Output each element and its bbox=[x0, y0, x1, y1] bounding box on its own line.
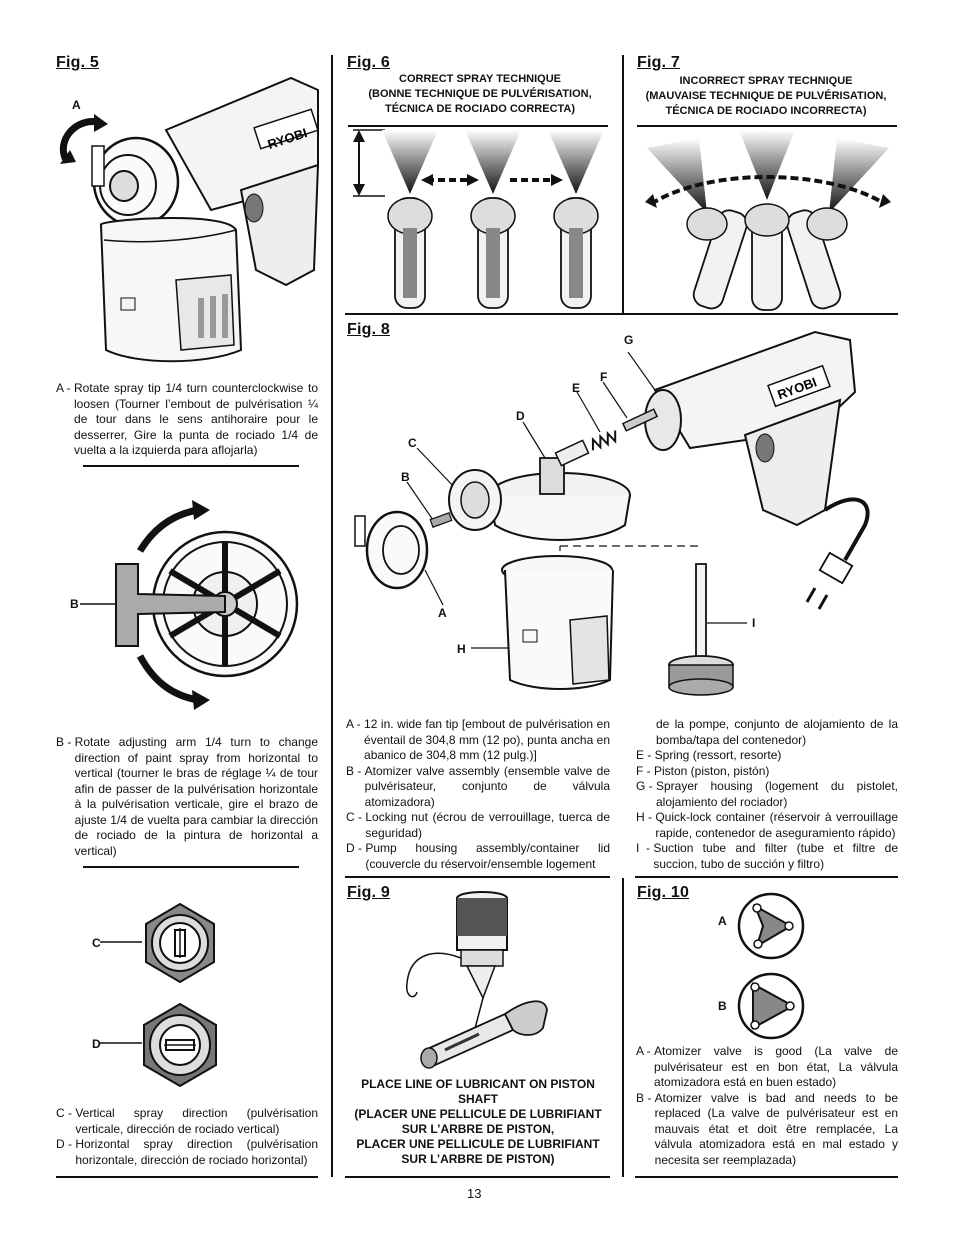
fig7-incorrect-spray-illustration bbox=[645, 130, 891, 311]
fig5-text-cd: C - Vertical spray direction (pulvérisat… bbox=[56, 1106, 318, 1167]
fig8-callout-b: B bbox=[401, 470, 410, 484]
fig10-text: A - Atomizer valve is good (La valve de … bbox=[636, 1044, 898, 1167]
fig10-callout-b: B bbox=[718, 999, 727, 1013]
fig5-text-b: B - Rotate adjusting arm 1/4 turn to cha… bbox=[56, 735, 318, 858]
fig5-sprayer-illustration: RYOBI bbox=[59, 76, 320, 363]
column-divider-left bbox=[331, 55, 333, 1177]
bottom-rule-right bbox=[635, 1176, 898, 1178]
fig8-callout-g: G bbox=[624, 333, 634, 347]
page-number: 13 bbox=[467, 1186, 482, 1201]
fig6-fig8-divider bbox=[345, 313, 898, 315]
fig8-exploded-view: RYOBI bbox=[354, 330, 870, 696]
fig5-callout-a: A bbox=[72, 98, 81, 112]
fig8-callout-a: A bbox=[438, 606, 447, 620]
fig5-label: Fig. 5 bbox=[56, 54, 99, 71]
fig5-adjusting-arm-illustration bbox=[80, 500, 299, 710]
fig8-bottom-divider-right bbox=[635, 876, 898, 878]
fig9-fig10-divider bbox=[622, 878, 624, 1177]
fig10-valve-bad bbox=[737, 972, 805, 1040]
fig10-label: Fig. 10 bbox=[637, 884, 690, 901]
fig10-callout-a: A bbox=[718, 914, 727, 928]
fig8-callout-h: H bbox=[457, 642, 466, 656]
fig5-divider-1 bbox=[83, 465, 299, 467]
fig6-label: Fig. 6 bbox=[347, 54, 390, 71]
column-divider-right bbox=[622, 55, 624, 313]
fig8-parts-list-left: A - 12 in. wide fan tip [embout de pulvé… bbox=[346, 717, 610, 871]
fig10-valve-good bbox=[737, 892, 805, 960]
fig8-callout-d: D bbox=[516, 409, 525, 423]
bottom-rule-left bbox=[56, 1176, 318, 1178]
fig8-callout-i: I bbox=[752, 616, 756, 630]
fig5-spray-direction-nuts bbox=[100, 902, 217, 1088]
fig8-callout-e: E bbox=[572, 381, 581, 395]
bottom-rule-mid bbox=[345, 1176, 610, 1178]
fig6-correct-spray-illustration bbox=[353, 129, 604, 309]
sprayer-housing: RYOBI bbox=[644, 330, 870, 610]
fig5-callout-d: D bbox=[92, 1037, 101, 1051]
fig9-caption: PLACE LINE OF LUBRICANT ON PISTON SHAFT … bbox=[354, 1077, 602, 1166]
fig9-lubricant-illustration bbox=[406, 891, 548, 1069]
fig6-caption-rule bbox=[348, 125, 608, 127]
fig9-label: Fig. 9 bbox=[347, 884, 390, 901]
fig7-label: Fig. 7 bbox=[637, 54, 680, 71]
fig5-callout-b: B bbox=[70, 597, 79, 611]
fig7-caption-rule bbox=[637, 125, 897, 127]
fig8-bottom-divider bbox=[345, 876, 610, 878]
fig8-callout-c: C bbox=[408, 436, 417, 450]
fig5-divider-2 bbox=[83, 866, 299, 868]
fig8-parts-list-right: de la pompe, conjunto de alojamiento de … bbox=[636, 717, 898, 871]
fig6-caption: CORRECT SPRAY TECHNIQUE (BONNE TECHNIQUE… bbox=[368, 73, 592, 115]
fig5-callout-c: C bbox=[92, 936, 101, 950]
fig5-text-a: A - Rotate spray tip 1/4 turn counterclo… bbox=[56, 381, 318, 457]
fig8-callout-f: F bbox=[600, 370, 608, 384]
fig8-label: Fig. 8 bbox=[347, 321, 390, 338]
fig7-caption: INCORRECT SPRAY TECHNIQUE (MAUVAISE TECH… bbox=[645, 75, 887, 117]
